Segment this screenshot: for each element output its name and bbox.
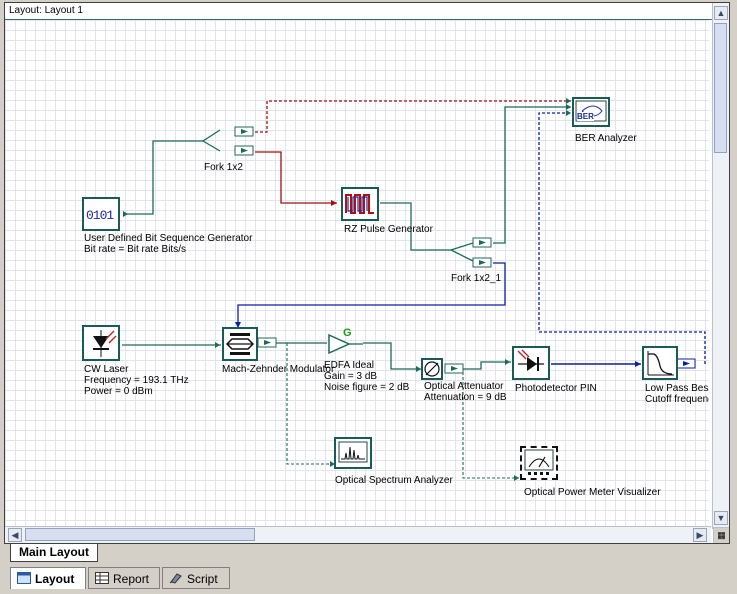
power-meter-icon xyxy=(524,449,554,475)
tab-script-label: Script xyxy=(187,572,218,586)
spectrum-icon xyxy=(338,441,368,463)
lpf-label: Low Pass Bessel xyxy=(645,383,709,394)
edfa-ideal[interactable] xyxy=(327,333,363,355)
wire-atten-opm xyxy=(462,372,519,479)
bit-sequence-symbol: 0101 xyxy=(86,208,114,223)
cw-laser[interactable] xyxy=(82,325,120,361)
tab-report-label: Report xyxy=(113,572,150,586)
low-pass-bessel-filter[interactable] xyxy=(642,346,678,380)
optical-power-meter[interactable] xyxy=(520,446,558,480)
optical-attenuator[interactable] xyxy=(421,358,443,380)
mach-zehnder-modulator[interactable] xyxy=(222,327,258,361)
horizontal-scroll-thumb[interactable] xyxy=(25,528,255,541)
horizontal-scrollbar[interactable]: ◀ ▶ xyxy=(5,526,711,543)
attenuator-label: Optical Attenuator xyxy=(424,381,504,392)
fork2-label: Fork 1x2_1 xyxy=(451,273,502,284)
ber-analyzer-label: BER Analyzer xyxy=(575,133,637,144)
opm-label: Optical Power Meter Visualizer xyxy=(524,487,661,498)
edfa-gain-symbol: G xyxy=(343,327,352,339)
tab-layout-label: Layout xyxy=(35,572,75,586)
wires-layer xyxy=(122,98,706,481)
report-icon xyxy=(95,572,109,584)
wire-fork2-split xyxy=(450,249,474,262)
lpf-param: Cutoff frequency xyxy=(645,394,709,405)
attenuator-param: Attenuation = 9 dB xyxy=(424,392,507,403)
bit-sequence-generator-param: Bit rate = Bit rate Bits/s xyxy=(84,244,186,255)
tab-report[interactable]: Report xyxy=(88,567,160,589)
tab-script[interactable]: Script xyxy=(162,567,230,589)
scroll-corner-icon: ▦ xyxy=(713,527,729,543)
bit-sequence-generator[interactable]: 0101 xyxy=(82,197,120,231)
cw-laser-label: CW Laser xyxy=(84,364,129,375)
layout-title: Layout: Layout 1 xyxy=(5,3,729,20)
scroll-left-button[interactable]: ◀ xyxy=(8,528,22,542)
scroll-up-button[interactable]: ▲ xyxy=(714,6,728,20)
wire-rz-fork2 xyxy=(380,202,474,251)
attenuator-icon xyxy=(424,361,440,377)
edfa-label: EDFA Ideal xyxy=(324,360,375,371)
wire-lpf-ber xyxy=(538,112,706,364)
wire-bitgen-fork1 xyxy=(127,129,221,215)
bit-sequence-generator-label: User Defined Bit Sequence Generator xyxy=(84,233,253,244)
wire-fork2-ber xyxy=(493,106,571,244)
modulator-icon xyxy=(225,333,255,355)
fork1-label: Fork 1x2 xyxy=(204,162,243,173)
ber-symbol: BER xyxy=(577,112,594,121)
mzm-label: Mach-Zehnder Modulator xyxy=(222,364,335,375)
layout-window: Layout: Layout 1 xyxy=(4,2,730,544)
cw-laser-frequency: Frequency = 193.1 THz xyxy=(84,375,189,386)
vertical-scroll-thumb[interactable] xyxy=(714,23,727,153)
photodiode-icon xyxy=(517,349,544,371)
layout-canvas[interactable]: 0101 User Defined Bit Sequence Generator… xyxy=(5,20,709,528)
ber-analyzer[interactable]: BER xyxy=(572,97,610,127)
wire-atten-pd xyxy=(463,361,511,370)
osa-label: Optical Spectrum Analyzer xyxy=(335,475,453,486)
edfa-gain: Gain = 3 dB xyxy=(324,371,378,382)
tab-layout[interactable]: Layout xyxy=(10,567,86,589)
rz-pulse-icon xyxy=(345,194,374,214)
photodetector-label: Photodetector PIN xyxy=(515,383,597,394)
wire-fork1-ber xyxy=(255,100,571,133)
sheet-tab-main-layout[interactable]: Main Layout xyxy=(10,544,99,562)
wire-mzm-osa xyxy=(286,343,333,465)
scroll-right-button[interactable]: ▶ xyxy=(693,528,707,542)
filter-response-icon xyxy=(647,351,674,376)
optical-spectrum-analyzer[interactable] xyxy=(334,437,372,469)
vertical-scrollbar[interactable]: ▲ ▼ xyxy=(712,3,729,529)
scroll-down-button[interactable]: ▼ xyxy=(714,511,728,525)
photodetector-pin[interactable] xyxy=(512,346,550,380)
amplifier-triangle-icon xyxy=(328,333,363,355)
wire-fork2-mzm xyxy=(237,262,506,328)
wire-fork1-split xyxy=(202,140,221,152)
rz-pulse-generator-label: RZ Pulse Generator xyxy=(344,224,433,235)
laser-diode-icon xyxy=(93,330,117,357)
wire-edfa-atten xyxy=(363,342,421,370)
wire-fork1-rz xyxy=(255,151,337,204)
layout-icon xyxy=(17,572,31,584)
script-icon xyxy=(169,573,182,584)
edfa-noise-figure: Noise figure = 2 dB xyxy=(324,382,410,393)
rz-pulse-generator[interactable] xyxy=(341,187,379,221)
cw-laser-power: Power = 0 dBm xyxy=(84,386,153,397)
